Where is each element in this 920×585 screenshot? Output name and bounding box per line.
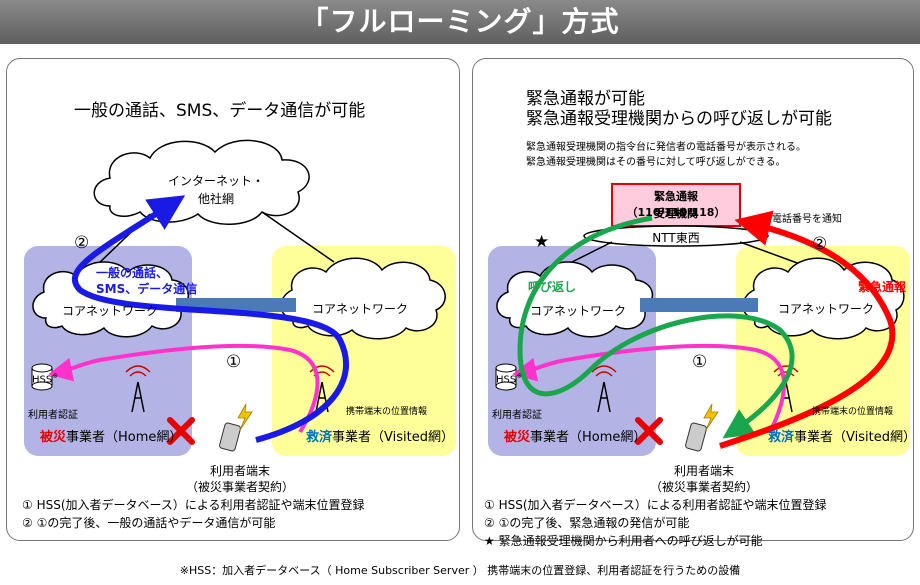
ntt-to-visited-link: [739, 241, 801, 265]
auth-label-right: 利用者認証: [492, 410, 542, 421]
hss-label: HSS※: [32, 372, 59, 386]
data-label-line1: 一般の通話、: [96, 266, 169, 280]
location-label: 携帯端末の位置情報: [346, 407, 428, 417]
home-antenna-icon-right: [591, 365, 617, 413]
lightning-icon: [237, 403, 253, 431]
home-core-label-right: コアネットワーク: [530, 304, 627, 318]
terminal-label-line1-right: 利用者端末: [673, 464, 734, 478]
notify-number-label: 電話番号を通知: [772, 214, 842, 225]
hss-label-right: HSS※: [496, 372, 523, 386]
auth-label: 利用者認証: [28, 410, 78, 421]
lightning-icon-right: [703, 403, 719, 431]
left-note-1: ① HSS(加入者データベース）による利用者認証や端末位置登録: [22, 498, 365, 512]
ntt-label: NTT東西: [652, 231, 700, 245]
data-arrow: [71, 195, 350, 443]
blocked-x-icon: [167, 417, 195, 445]
phone-icon: [219, 422, 241, 452]
footnote: ※HSS：加入者データベース（ Home Subscriber Server ）…: [179, 564, 741, 577]
right-desc-line2: 緊急通報受理機関はその番号に対して呼び返しができる。: [526, 157, 786, 168]
step2-marker: ②: [74, 233, 90, 253]
left-note-2: ② ①の完了後、一般の通話やデータ通信が可能: [22, 516, 276, 530]
visited-core-label-right: コアネットワーク: [778, 302, 875, 316]
callback-arrow: [517, 215, 795, 439]
home-operator-label: 被災事業者（Home網）: [40, 430, 183, 445]
auth-arrow: [48, 343, 320, 434]
internet-to-visited-link: [261, 211, 335, 263]
internet-label-line2: 他社網: [197, 192, 234, 206]
step1-marker-right: ①: [692, 352, 708, 372]
emergency-label: 緊急通報: [858, 280, 907, 294]
hss-database-icon-right: [495, 363, 517, 391]
psap-box: [611, 183, 741, 227]
internet-label-line1: インターネット・: [167, 174, 264, 188]
right-heading-line2: 緊急通報受理機関からの呼び返しが可能: [526, 109, 832, 129]
phone-icon-right: [685, 422, 707, 452]
step2-marker-right: ②: [812, 234, 828, 254]
visited-operator-label-right: 救済事業者（Visited網）: [768, 430, 916, 445]
callback-label: 呼び返し: [528, 280, 577, 294]
emergency-arrow: [719, 210, 896, 449]
right-desc-line1: 緊急通報受理機関の指令台に発信者の電話番号が表示される。: [526, 142, 806, 153]
location-label-right: 携帯端末の位置情報: [812, 407, 894, 417]
right-heading-line1: 緊急通報が可能: [526, 89, 645, 109]
home-antenna-icon: [125, 365, 151, 413]
callback-star: ★: [534, 232, 550, 252]
right-panel: [472, 58, 914, 541]
terminal-label-line1: 利用者端末: [209, 464, 270, 478]
page-title: 「フルローミング」方式: [0, 0, 920, 44]
visited-operator-label: 救済事業者（Visited網）: [306, 430, 454, 445]
psap-label-line2: 受理機関: [654, 207, 698, 220]
step1-marker: ①: [226, 352, 242, 372]
home-operator-label-right: 被災事業者（Home網）: [504, 430, 647, 445]
blocked-x-icon-right: [635, 417, 663, 445]
right-note-3: ★ 緊急通報受理機関から利用者への呼び返しが可能: [484, 534, 763, 548]
right-note-2: ② ①の完了後、緊急通報の発信が可能: [484, 516, 690, 530]
right-note-1: ① HSS(加入者データベース）による利用者認証や端末位置登録: [484, 498, 827, 512]
psap-label-line1: 緊急通報（110/119/118）: [626, 190, 726, 219]
left-panel: [6, 58, 460, 541]
home-core-label: コアネットワーク: [62, 304, 159, 318]
terminal-label-line2: （被災事業者契約）: [185, 480, 294, 494]
terminal-label-line2-right: （被災事業者契約）: [649, 480, 758, 494]
visited-core-label: コアネットワーク: [312, 302, 409, 316]
interconnect-link-right: [640, 298, 758, 312]
visited-core-cloud: [280, 257, 446, 340]
home-core-cloud-right: [496, 261, 654, 338]
left-heading: 一般の通話、SMS、データ通信が可能: [74, 101, 366, 121]
data-label-line2: SMS、データ通信: [96, 282, 198, 296]
